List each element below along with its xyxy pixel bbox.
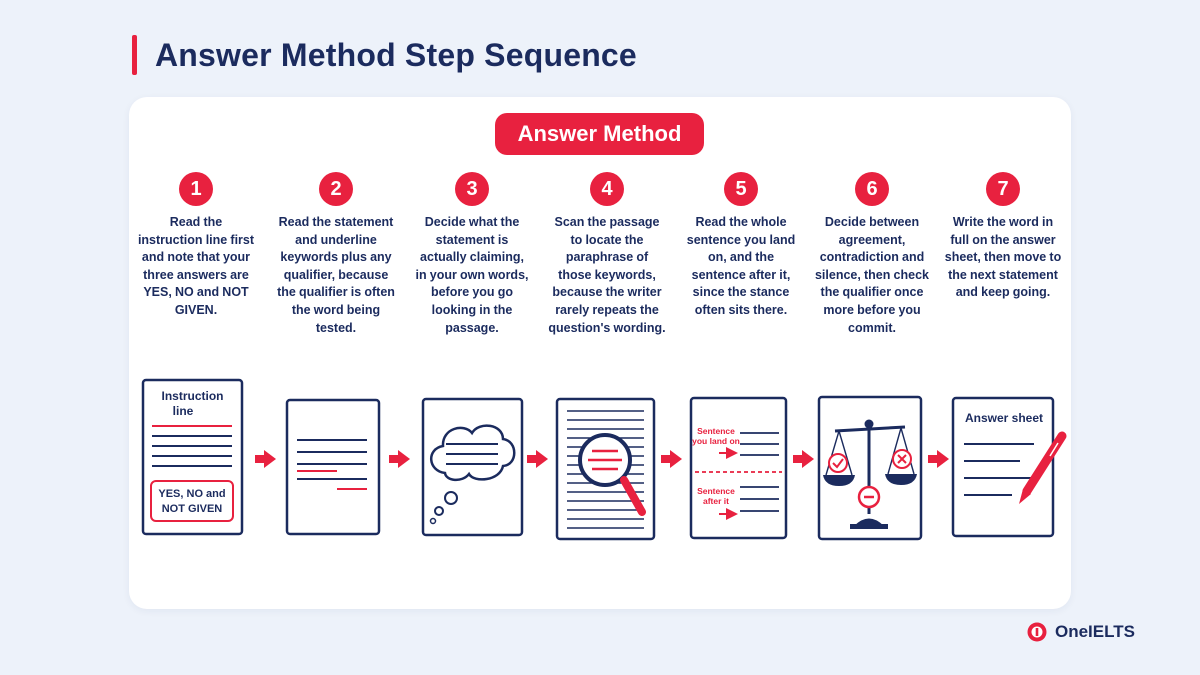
minus-icon	[857, 485, 881, 509]
step-description: Decide between agreement, contradiction …	[814, 215, 930, 335]
section-pill: Answer Method	[495, 113, 704, 155]
step-description: Read the instruction line first and note…	[137, 215, 255, 317]
check-icon	[828, 453, 848, 473]
thought-bubble-icon	[421, 397, 524, 537]
step-6: 6 Decide between agreement, contradictio…	[813, 172, 931, 337]
step-number-badge: 3	[455, 172, 489, 206]
step-number-badge: 5	[724, 172, 758, 206]
sentences-document-icon: Sentence you land on Sentence after it	[689, 396, 788, 540]
title-accent-bar	[132, 35, 137, 75]
step-number-badge: 6	[855, 172, 889, 206]
answers-label-1: YES, NO and	[158, 488, 225, 500]
cross-icon	[892, 449, 912, 469]
step-number-badge: 7	[986, 172, 1020, 206]
sentence-land-label-1: Sentence	[697, 426, 735, 436]
magnifier-document-icon	[555, 397, 656, 541]
step-description: Read the whole sentence you land on, and…	[686, 215, 796, 317]
step-4: 4 Scan the passage to locate the paraphr…	[548, 172, 666, 337]
step-description: Scan the passage to locate the paraphras…	[548, 215, 666, 335]
step-description: Decide what the statement is actually cl…	[415, 215, 529, 335]
arrow-right-icon	[928, 450, 949, 468]
answer-sheet-label: Answer sheet	[965, 411, 1043, 425]
instruction-heading-2: line	[173, 404, 194, 418]
instruction-heading-1: Instruction	[162, 389, 224, 403]
pen-icon	[1019, 431, 1067, 504]
step-number-badge: 4	[590, 172, 624, 206]
instruction-document-icon: Instruction line YES, NO and NOT GIVEN	[141, 378, 244, 536]
step-number-badge: 2	[319, 172, 353, 206]
brand-name: OneIELTS	[1055, 622, 1135, 641]
answers-label-2: NOT GIVEN	[162, 503, 223, 515]
sentence-after-label-2: after it	[703, 496, 729, 506]
step-5: 5 Read the whole sentence you land on, a…	[682, 172, 800, 320]
arrow-right-icon	[793, 450, 814, 468]
step-description: Write the word in full on the answer she…	[944, 215, 1062, 300]
step-2: 2 Read the statement and underline keywo…	[277, 172, 395, 337]
statement-document-icon	[285, 398, 381, 536]
brand-logo: OneIELTS	[1027, 622, 1135, 642]
sentence-after-label-1: Sentence	[697, 486, 735, 496]
arrow-right-icon	[527, 450, 548, 468]
step-1: 1 Read the instruction line first and no…	[137, 172, 255, 320]
arrow-right-icon	[661, 450, 682, 468]
arrow-right-icon	[255, 450, 276, 468]
step-3: 3 Decide what the statement is actually …	[413, 172, 531, 337]
step-number-badge: 1	[179, 172, 213, 206]
arrow-right-icon	[389, 450, 410, 468]
page-header: Answer Method Step Sequence	[132, 34, 637, 76]
step-description: Read the statement and underline keyword…	[277, 215, 395, 335]
page-title: Answer Method Step Sequence	[155, 36, 637, 73]
answer-sheet-icon: Answer sheet	[951, 396, 1067, 538]
brand-logo-icon	[1027, 622, 1047, 642]
sentence-land-label-2: you land on	[692, 436, 740, 446]
scale-icon	[817, 395, 923, 541]
step-7: 7 Write the word in full on the answer s…	[944, 172, 1062, 302]
